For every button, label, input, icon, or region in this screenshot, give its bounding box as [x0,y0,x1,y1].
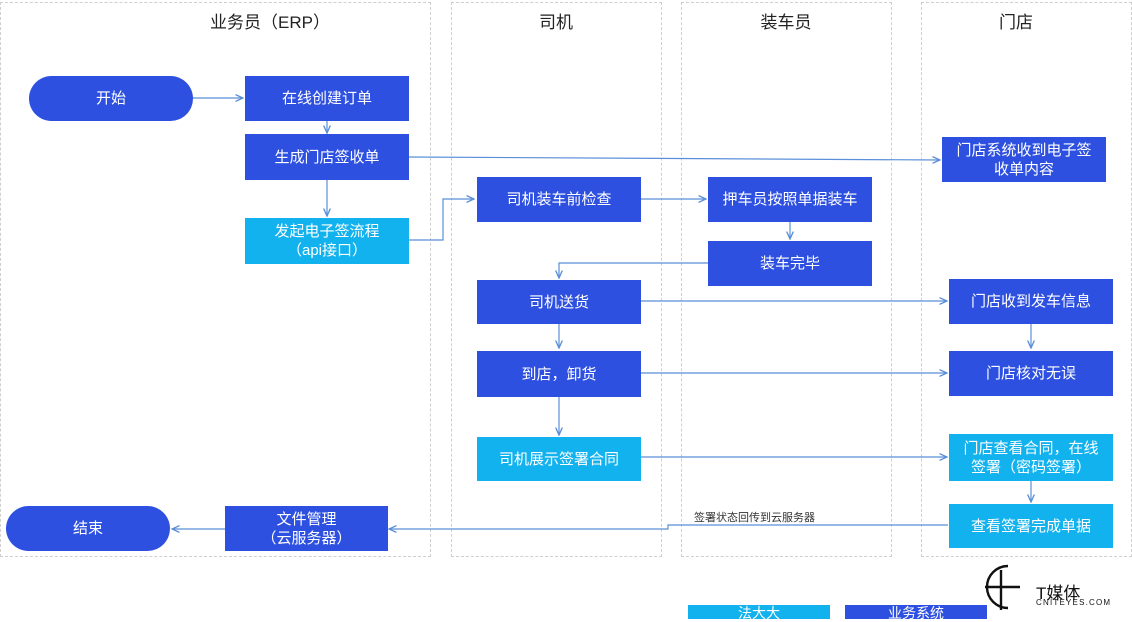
file-mgmt-label-2: （云服务器） [261,529,352,547]
lane-loader [681,2,892,557]
load-done-label: 装车完毕 [759,255,820,272]
deliver-label: 司机送货 [528,293,589,311]
lane-title-store: 门店 [999,13,1033,32]
view-done-node: 查看签署完成单据 [949,504,1113,548]
store-verify-node: 门店核对无误 [949,351,1113,396]
store-depart-info-node: 门店收到发车信息 [949,279,1113,324]
logo-sub: CNITEYES.COM [1036,598,1112,607]
lane-driver [451,2,662,557]
end-node-label: 结束 [72,520,103,537]
gen-receipt-node: 生成门店签收单 [245,134,409,180]
store-sign-label-1: 门店查看合同，在线 [963,439,1099,457]
esign-node: 发起电子签流程 （api接口） [245,218,409,264]
show-contract-node: 司机展示签署合同 [477,437,641,481]
create-order-node: 在线创建订单 [245,76,409,121]
edge-view-file [389,524,948,529]
store-sign-label-2: 签署（密码签署） [970,458,1091,476]
lane-title-driver: 司机 [539,13,573,32]
store-receive-label-1: 门店系统收到电子签 [956,141,1092,159]
store-sign-node: 门店查看合同，在线 签署（密码签署） [949,434,1113,481]
gen-receipt-label: 生成门店签收单 [274,148,380,166]
view-done-label: 查看签署完成单据 [970,517,1091,535]
logo-name: T媒体 [1036,584,1081,603]
pre-check-node: 司机装车前检查 [477,177,641,222]
legend-blue-label: 业务系统 [888,605,944,619]
edge-done-deliver [559,262,708,278]
lane-title-loader: 装车员 [760,13,812,32]
arrive-unload-node: 到店，卸货 [477,351,641,397]
legend-cyan-label: 法大大 [738,605,780,619]
end-node: 结束 [6,506,170,551]
lane-title-erp: 业务员（ERP） [210,13,330,32]
store-receive-label-2: 收单内容 [993,160,1054,178]
arrive-unload-label: 到店，卸货 [521,365,597,383]
show-contract-label: 司机展示签署合同 [498,450,619,468]
create-order-label: 在线创建订单 [281,90,372,107]
load-done-node: 装车完毕 [708,241,872,286]
esign-label-1: 发起电子签流程 [274,223,380,240]
deliver-node: 司机送货 [477,280,641,324]
edge-esign-precheck [409,199,474,241]
store-depart-info-label: 门店收到发车信息 [970,293,1091,310]
logo-mark-icon [985,564,1020,610]
escort-load-node: 押车员按照单据装车 [708,177,872,222]
legend-blue: 业务系统 [845,605,987,619]
start-node-label: 开始 [95,90,126,107]
start-node: 开始 [29,76,193,121]
store-receive-node: 门店系统收到电子签 收单内容 [942,137,1106,182]
escort-load-label: 押车员按照单据装车 [722,191,858,208]
file-mgmt-label-1: 文件管理 [276,510,337,528]
lane-erp [0,2,431,557]
file-mgmt-node: 文件管理 （云服务器） [225,506,388,551]
edge-receipt-store [408,157,940,160]
esign-label-2: （api接口） [286,242,368,259]
edge-label-sign-status: 签署状态回传到云服务器 [694,512,815,524]
store-verify-label: 门店核对无误 [985,365,1076,382]
pre-check-label: 司机装车前检查 [506,191,612,208]
legend-cyan: 法大大 [688,605,830,619]
